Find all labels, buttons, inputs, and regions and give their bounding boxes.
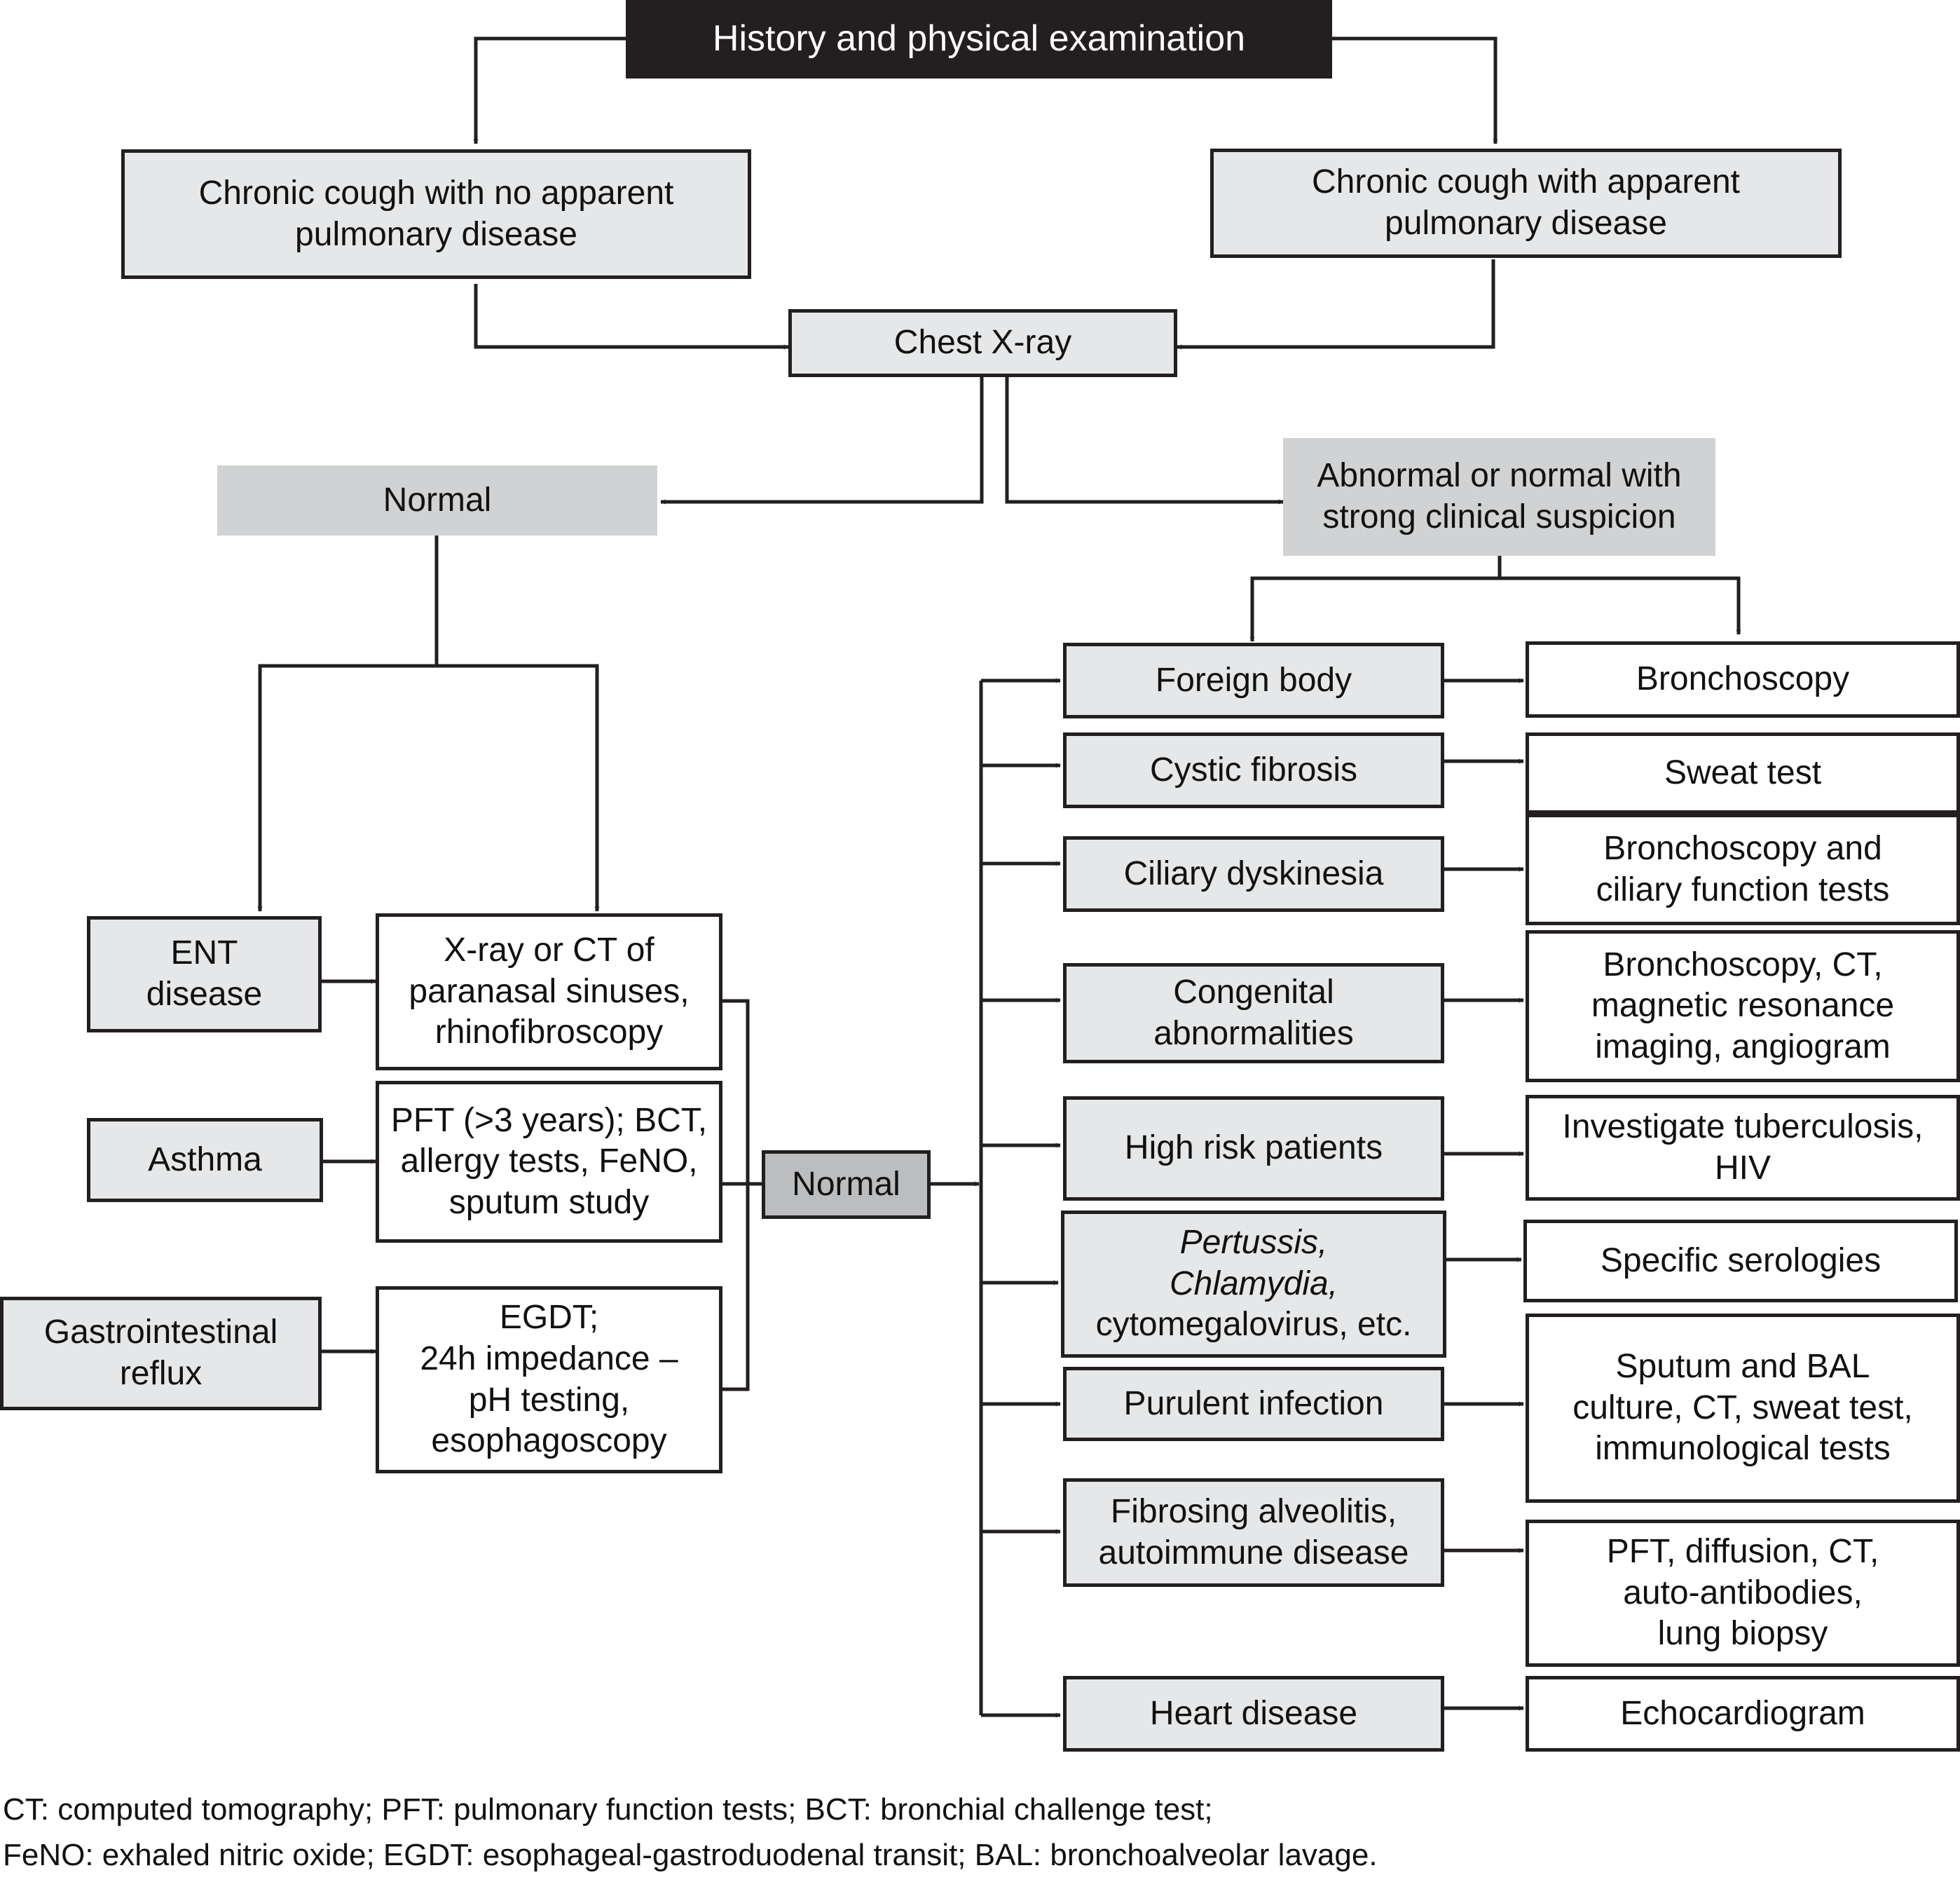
condition-pertussis-rest: cytomegalovirus, etc. [1095, 1306, 1412, 1344]
test-congenital: Bronchoscopy, CT, magnetic resonance ima… [1526, 930, 1960, 1082]
footnote-line-2: FeNO: exhaled nitric oxide; EGDT: esopha… [3, 1838, 1378, 1872]
test-sputum-bal: Sputum and BAL culture, CT, sweat test, … [1526, 1314, 1960, 1503]
test-echocardiogram: Echocardiogram [1526, 1676, 1960, 1752]
test-bronchoscopy: Bronchoscopy [1526, 641, 1960, 718]
arrow-xray-to-normal [660, 377, 984, 505]
normal-2-box: Normal [762, 1150, 931, 1219]
condition-purulent: Purulent infection [1063, 1367, 1444, 1441]
arrow-xray-to-abnormal [1005, 377, 1284, 505]
condition-foreign-body: Foreign body [1063, 643, 1444, 718]
arrow-with-disease-to-xray [1177, 259, 1495, 350]
gi-test-box: EGDT; 24h impedance – pH testing, esopha… [376, 1286, 722, 1473]
footnote-line-1: CT: computed tomography; PFT: pulmonary … [3, 1792, 1213, 1827]
arrow-normal-to-ent [257, 664, 437, 912]
arrow-normal-to-ent-test [437, 664, 600, 912]
test-tuberculosis-hiv: Investigate tuberculosis, HIV [1526, 1095, 1960, 1201]
cough-no-disease-box: Chronic cough with no apparent pulmonary… [121, 149, 751, 279]
condition-ciliary-dyskinesia: Ciliary dyskinesia [1063, 836, 1444, 912]
history-exam-box: History and physical examination [626, 0, 1332, 79]
condition-cystic-fibrosis: Cystic fibrosis [1063, 732, 1444, 808]
ent-test-box: X-ray or CT of paranasal sinuses, rhinof… [376, 913, 722, 1070]
asthma-box: Asthma [87, 1118, 323, 1202]
cough-with-disease-box: Chronic cough with apparent pulmonary di… [1210, 149, 1842, 258]
ent-disease-box: ENT disease [87, 916, 322, 1032]
line-tests-bracket [722, 999, 750, 1391]
test-sweat: Sweat test [1526, 732, 1960, 814]
arrow-no-disease-to-xray [474, 284, 789, 350]
arrow-abnormal-to-tests [1500, 576, 1741, 635]
condition-congenital: Congenital abnormalities [1063, 963, 1444, 1063]
chest-xray-box: Chest X-ray [788, 309, 1177, 377]
arrow-top-to-no-disease [473, 36, 626, 144]
condition-pertussis: Pertussis, Chlamydia, cytomegalovirus, e… [1061, 1211, 1446, 1358]
condition-fibrosing: Fibrosing alveolitis, autoimmune disease [1063, 1478, 1444, 1587]
gi-reflux-box: Gastrointestinal reflux [0, 1297, 322, 1410]
test-bronchoscopy-ciliary: Bronchoscopy and ciliary function tests [1526, 814, 1960, 925]
abnormal-box: Abnormal or normal with strong clinical … [1283, 438, 1715, 556]
asthma-test-box: PFT (>3 years); BCT, allergy tests, FeNO… [376, 1081, 722, 1243]
condition-heart: Heart disease [1063, 1676, 1444, 1752]
arrow-abnormal-to-conditions [1249, 576, 1500, 642]
test-serologies: Specific serologies [1523, 1220, 1958, 1302]
condition-pertussis-italic: Pertussis, Chlamydia, [1169, 1224, 1338, 1302]
arrow-top-to-with-disease [1332, 36, 1498, 144]
test-pft-biopsy: PFT, diffusion, CT, auto-antibodies, lun… [1526, 1520, 1960, 1667]
normal-box: Normal [217, 465, 657, 536]
condition-high-risk: High risk patients [1063, 1096, 1444, 1201]
